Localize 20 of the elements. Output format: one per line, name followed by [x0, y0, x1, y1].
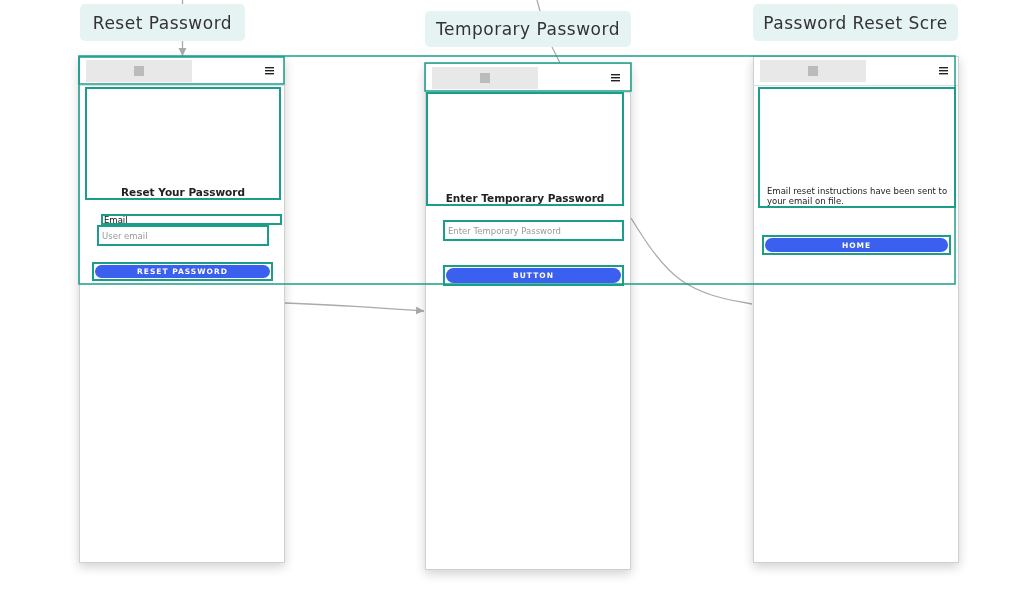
- connector-line: [536, 0, 541, 12]
- phone-screen: [425, 63, 631, 570]
- phone-screen: [753, 56, 959, 563]
- phone-screen: [79, 56, 285, 563]
- connector-line: [181, 0, 184, 5]
- header-panel: [426, 92, 624, 206]
- screen-title-tag: Reset Password: [80, 4, 245, 41]
- caption-text: Enter Temporary Password: [445, 192, 605, 204]
- message-panel: [758, 87, 956, 208]
- arrow: [178, 40, 187, 57]
- screen-title-tag: Password Reset Scre: [753, 4, 958, 41]
- caption-text: Reset Your Password: [121, 186, 245, 198]
- header-panel: [85, 87, 281, 200]
- arrow: [284, 302, 425, 315]
- input-field: Enter Temporary Password: [443, 220, 624, 241]
- field-label: Email: [101, 214, 282, 225]
- screen-title-tag: Temporary Password: [425, 11, 631, 47]
- caption-text: Email reset instructions have been sent to your email on file.: [767, 185, 948, 206]
- connector-line: [630, 217, 753, 305]
- input-field: User email: [97, 225, 269, 246]
